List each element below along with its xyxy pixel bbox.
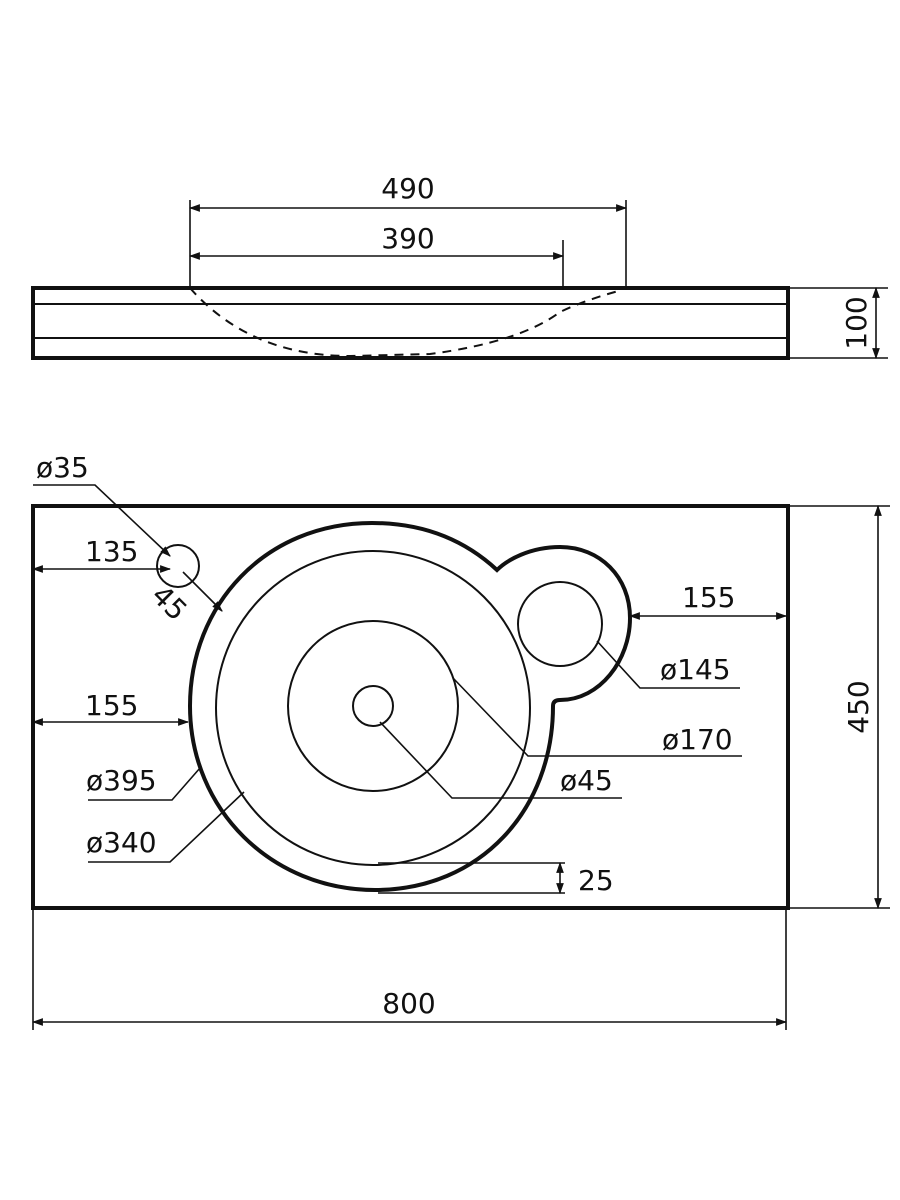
hidden-bowl-profile: [189, 287, 623, 358]
inner-ring-circle: [287, 620, 459, 792]
label-dia-340: ø340: [86, 826, 157, 859]
dim-label-25: 25: [578, 864, 614, 897]
top-view: ø35 135 45 155 155 ø145 ø170 ø45 ø395 ø3…: [31, 451, 890, 1030]
label-dia-45: ø45: [560, 764, 613, 797]
soap-bowl-circle: [517, 581, 603, 667]
label-dia-145: ø145: [660, 653, 731, 686]
dim-label-390: 390: [381, 222, 434, 255]
dim-label-155-right: 155: [682, 581, 735, 614]
dim-label-800: 800: [382, 987, 435, 1020]
side-view: 490 390 100: [31, 172, 888, 360]
inner-bowl-circle: [215, 550, 531, 866]
dim-label-100: 100: [840, 296, 873, 349]
dim-label-490: 490: [381, 172, 434, 205]
dim-label-135: 135: [85, 535, 138, 568]
basin-outer-outline: [187, 520, 633, 893]
dim-label-450: 450: [842, 680, 875, 733]
leader-dia-35: [33, 484, 171, 557]
leader-dia-340: [88, 791, 245, 863]
drain-circle: [352, 685, 394, 727]
side-view-outline: [31, 286, 790, 360]
leader-dia-170: [452, 677, 742, 757]
leader-dia-45: [379, 721, 622, 799]
label-dia-395: ø395: [86, 764, 157, 797]
leader-dia-145: [596, 640, 740, 689]
label-dia-170: ø170: [662, 723, 733, 756]
leader-dia-395: [88, 767, 201, 801]
dim-line-45: [182, 571, 223, 612]
label-dia-35: ø35: [36, 451, 89, 484]
dim-label-155-left: 155: [85, 689, 138, 722]
countertop-outline: [31, 504, 790, 910]
